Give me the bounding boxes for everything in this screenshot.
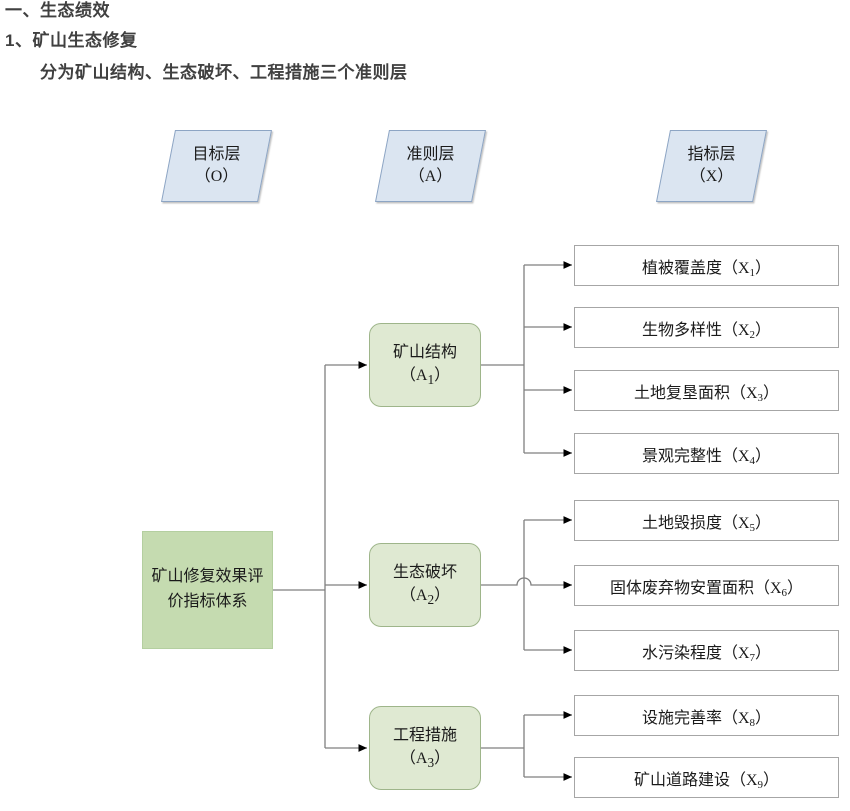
indicator-x2-code: （X2）: [721, 321, 772, 341]
criteria-a1-title: 矿山结构: [392, 343, 457, 361]
layer-tag-criteria-code: （A）: [408, 168, 453, 185]
indicator-x3-title: 土地复垦面积: [633, 384, 730, 402]
indicator-x2-title: 生物多样性: [641, 321, 722, 339]
criteria-a3-code: （A3）: [399, 749, 451, 771]
indicator-box-x7[interactable]: 水污染程度 （X7）: [574, 630, 839, 671]
heading-description: 分为矿山结构、生态破坏、工程措施三个准则层: [40, 63, 408, 82]
layer-tag-criteria: 准则层 （A）: [375, 130, 486, 202]
indicator-x5-code: （X5）: [721, 514, 772, 534]
indicator-box-x4[interactable]: 景观完整性 （X4）: [574, 433, 839, 474]
indicator-x6-title: 固体废弃物安置面积: [609, 579, 754, 597]
criteria-box-a1[interactable]: 矿山结构 （A1）: [369, 323, 481, 407]
indicator-x3-code: （X3）: [729, 384, 780, 404]
indicator-x9-title: 矿山道路建设: [633, 771, 730, 789]
criteria-box-a2[interactable]: 生态破坏 （A2）: [369, 543, 481, 627]
indicator-x4-code: （X4）: [721, 447, 772, 467]
criteria-a3-title: 工程措施: [392, 726, 457, 744]
layer-tag-index: 指标层 （X）: [656, 130, 767, 202]
indicator-box-x8[interactable]: 设施完善率 （X8）: [574, 695, 839, 736]
wire-a2-stem-hop: [481, 577, 572, 589]
indicator-x1-title: 植被覆盖度: [641, 259, 722, 277]
layer-tag-goal-title: 目标层: [192, 146, 241, 164]
criteria-a2-code: （A2）: [399, 586, 451, 608]
criteria-a1-code: （A1）: [399, 366, 451, 388]
indicator-x8-title: 设施完善率: [641, 709, 722, 727]
indicator-x5-title: 土地毁损度: [641, 514, 722, 532]
indicator-box-x2[interactable]: 生物多样性 （X2）: [574, 307, 839, 348]
indicator-x8-code: （X8）: [721, 709, 772, 729]
goal-box[interactable]: 矿山修复效果评价指标体系: [142, 531, 273, 649]
layer-tag-goal: 目标层 （O）: [161, 130, 272, 202]
layer-tag-goal-code: （O）: [194, 168, 239, 185]
criteria-a2-title: 生态破坏: [392, 563, 457, 581]
criteria-box-a3[interactable]: 工程措施 （A3）: [369, 706, 481, 790]
layer-tag-index-code: （X）: [689, 168, 734, 185]
indicator-x4-title: 景观完整性: [641, 447, 722, 465]
indicator-box-x9[interactable]: 矿山道路建设 （X9）: [574, 757, 839, 798]
heading-section-title: 一、生态绩效: [5, 1, 110, 20]
indicator-box-x1[interactable]: 植被覆盖度 （X1）: [574, 245, 839, 286]
indicator-box-x6[interactable]: 固体废弃物安置面积 （X6）: [574, 565, 839, 606]
indicator-x1-code: （X1）: [721, 259, 772, 279]
indicator-x7-code: （X7）: [721, 644, 772, 664]
layer-tag-criteria-title: 准则层: [406, 146, 455, 164]
indicator-box-x5[interactable]: 土地毁损度 （X5）: [574, 500, 839, 541]
indicator-x7-title: 水污染程度: [641, 644, 722, 662]
indicator-x9-code: （X9）: [729, 771, 780, 791]
heading-subsection-title: 1、矿山生态修复: [5, 31, 138, 50]
layer-tag-index-title: 指标层: [687, 146, 736, 164]
indicator-x6-code: （X6）: [753, 579, 804, 599]
indicator-box-x3[interactable]: 土地复垦面积 （X3）: [574, 370, 839, 411]
